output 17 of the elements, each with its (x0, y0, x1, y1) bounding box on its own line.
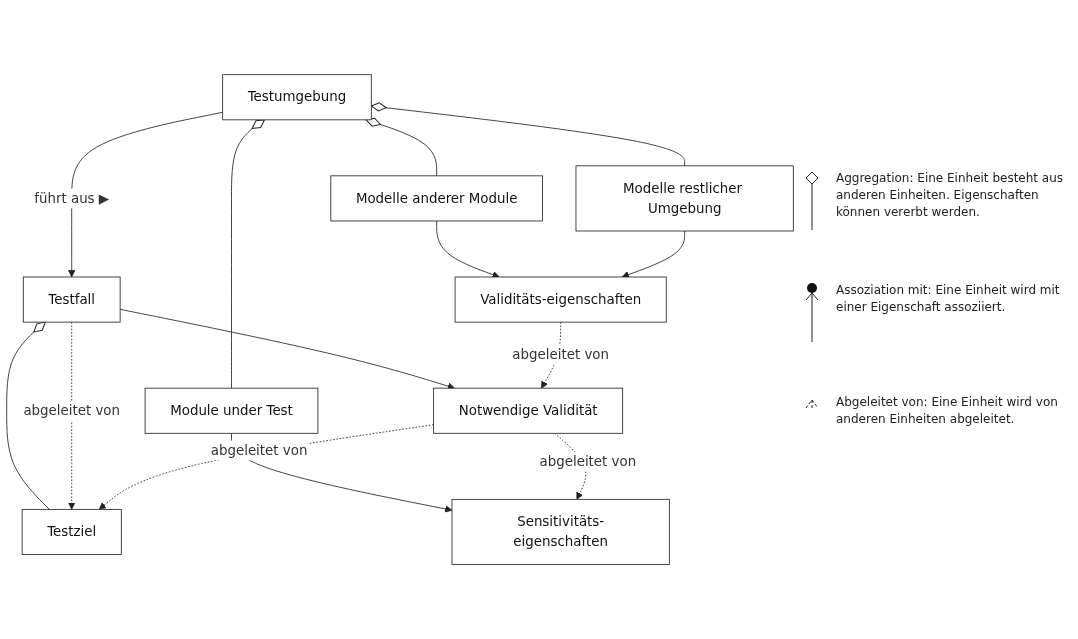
node-box: Testfall (22, 276, 121, 323)
node-box: Testziel (21, 508, 122, 555)
node-box: Modelle anderer Module (330, 175, 543, 222)
legend-text: Aggregation: Eine Einheit besteht aus anderen Einheiten. Eigenschaften können vererbt werden. (836, 170, 1065, 221)
edge-label: abgeleitet von (539, 453, 637, 470)
node-box: Sensitivitäts-eigenschaften (451, 498, 670, 565)
node-box: Testumgebung (222, 74, 372, 121)
node-box: Modelle restlicher Umgebung (575, 165, 794, 232)
node-box: Validitäts-eigenschaften (454, 276, 667, 323)
node-box: Notwendige Validität (433, 387, 624, 434)
legend-text: Assoziation mit: Eine Einheit wird mit einer Eigenschaft assoziiert. (836, 282, 1061, 316)
edge-label: führt aus ▶ (34, 189, 110, 206)
edge-label: abgeleitet von (23, 402, 121, 419)
node-box: Module under Test (144, 387, 319, 434)
edge-label: abgeleitet von (210, 441, 308, 458)
edge-label: abgeleitet von (512, 346, 609, 363)
legend-text: Abgeleitet von: Eine Einheit wird von anderen Einheiten abgeleitet. (836, 394, 1059, 428)
